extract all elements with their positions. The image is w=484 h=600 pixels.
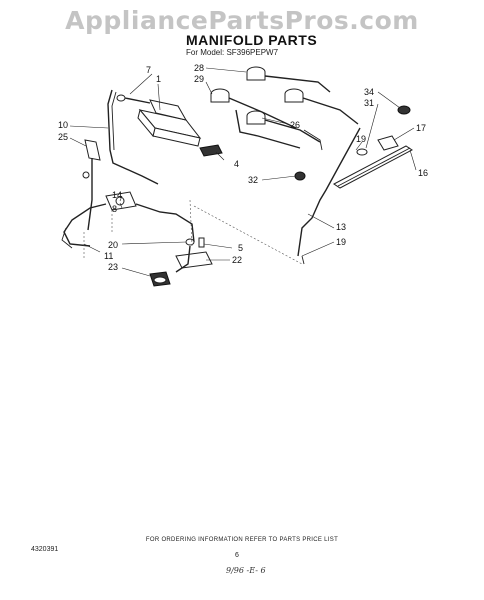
callout-31: 31	[364, 98, 374, 108]
callout-leaders	[69, 67, 417, 277]
page-number: 6	[235, 552, 239, 559]
callout-26: 26	[290, 120, 300, 130]
callout-5: 5	[238, 243, 243, 253]
callout-17: 17	[416, 123, 426, 133]
callout-32: 32	[248, 175, 258, 185]
callout-20: 20	[108, 240, 118, 250]
callout-14: 14	[112, 190, 122, 200]
callout-13: 13	[336, 222, 346, 232]
surface-burner-manifold	[210, 66, 413, 265]
model-subtitle: For Model: SF396PEPW7	[186, 48, 279, 57]
callout-19-upper: 19	[356, 134, 366, 144]
callout-8: 8	[112, 204, 117, 214]
document-number: 4320391	[31, 546, 59, 553]
callout-numbers: 7 1 10 25 4 14 8 20 5 22 11 23 28 29 26 …	[58, 63, 428, 272]
oven-burner-assembly	[82, 89, 223, 231]
site-watermark: AppliancePartsPros.com	[65, 6, 419, 35]
callout-19-lower: 19	[336, 237, 346, 247]
page-title: MANIFOLD PARTS	[186, 32, 318, 48]
ordering-info-note: FOR ORDERING INFORMATION REFER TO PARTS …	[145, 537, 339, 543]
callout-29: 29	[194, 74, 204, 84]
callout-4: 4	[234, 159, 239, 169]
valve-assembly	[61, 191, 213, 287]
callout-16: 16	[418, 168, 428, 178]
callout-1: 1	[156, 74, 161, 84]
callout-7: 7	[146, 65, 151, 75]
callout-25: 25	[58, 132, 68, 142]
callout-10: 10	[58, 120, 68, 130]
callout-23: 23	[108, 262, 118, 272]
callout-34: 34	[364, 87, 374, 97]
callout-22: 22	[232, 255, 242, 265]
callout-11: 11	[104, 251, 113, 261]
callout-28: 28	[194, 63, 204, 73]
handwritten-mark: 9/96 -E- 6	[226, 566, 266, 575]
